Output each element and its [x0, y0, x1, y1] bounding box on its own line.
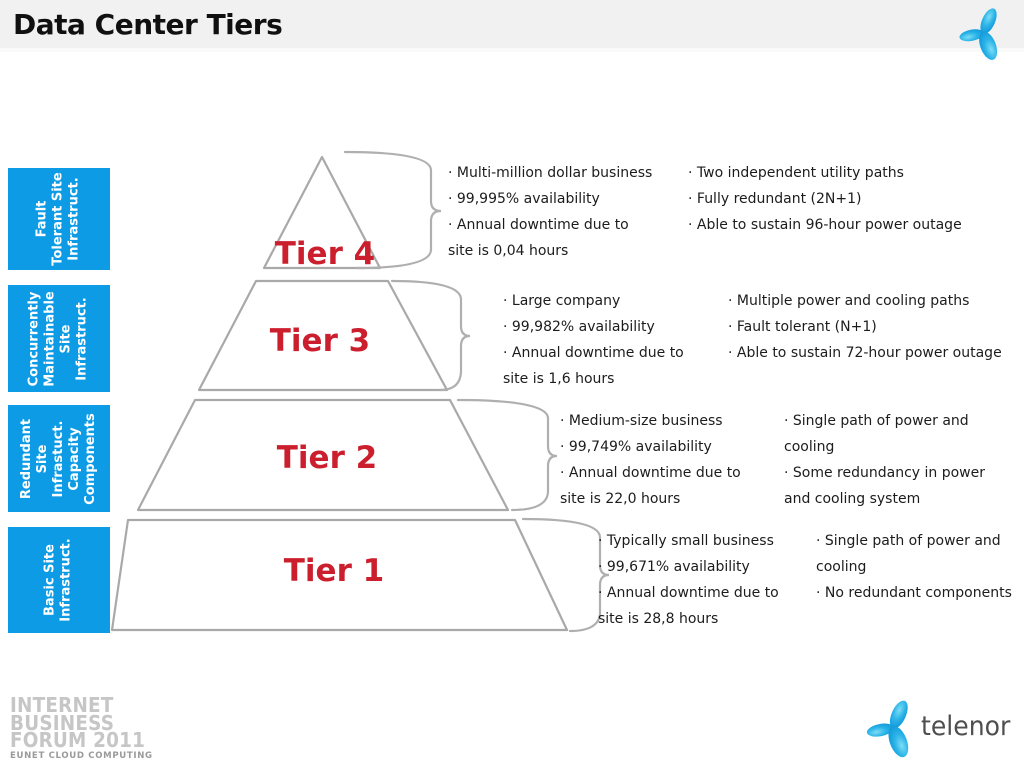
bullet-line: · 99,982% availability	[503, 319, 655, 335]
bullet-line: · 99,995% availability	[448, 191, 600, 207]
bullet-line: · Single path of power and	[816, 533, 1001, 549]
tier1-shape	[110, 518, 569, 632]
tier2-shape	[136, 398, 510, 512]
bullet-line: · Medium-size business	[560, 413, 723, 429]
bullet-line: · Single path of power and	[784, 413, 969, 429]
tier1-brace	[521, 517, 610, 633]
tier3-bullets-col2: · Multiple power and cooling paths · Faul…	[728, 288, 1002, 366]
bullet-line: · Annual downtime due to	[598, 585, 779, 601]
tier2-bullets-col1: · Medium-size business · 99,749% availabi…	[560, 408, 741, 512]
telenor-propeller-icon	[866, 700, 909, 758]
tier3-bullets-col1: · Large company · 99,982% availability · A…	[503, 288, 684, 392]
bullet-line: cooling	[784, 439, 835, 455]
tier3-brace	[390, 279, 471, 392]
tier1-bullets-col1: · Typically small business · 99,671% avai…	[598, 528, 779, 632]
event-watermark-subtitle: EUNET CLOUD COMPUTING	[10, 751, 153, 761]
page-title: Data Center Tiers	[13, 8, 283, 41]
bullet-line: · Two independent utility paths	[688, 165, 904, 181]
tier4-label: Tier 4	[275, 236, 375, 272]
tier1-label: Tier 1	[284, 553, 384, 589]
bullet-line: · No redundant components	[816, 585, 1012, 601]
bullet-line: site is 1,6 hours	[503, 371, 615, 387]
bullet-line: and cooling system	[784, 491, 921, 507]
tier2-brace	[456, 398, 558, 512]
tier2-label: Tier 2	[277, 440, 377, 476]
bullet-line: · Able to sustain 96-hour power outage	[688, 217, 962, 233]
tier2-bullets-col2: · Single path of power and cooling · Some …	[784, 408, 985, 512]
bullet-line: · Able to sustain 72-hour power outage	[728, 345, 1002, 361]
tier3-label: Tier 3	[270, 323, 370, 359]
bullet-line: site is 0,04 hours	[448, 243, 569, 259]
bullet-line: cooling	[816, 559, 867, 575]
bullet-line: · 99,671% availability	[598, 559, 750, 575]
bullet-line: · Annual downtime due to	[448, 217, 629, 233]
watermark-line: FORUM 2011	[10, 728, 146, 752]
telenor-propeller-icon	[959, 8, 998, 60]
bullet-line: · 99,749% availability	[560, 439, 712, 455]
tier4-bullets-col2: · Two independent utility paths · Fully r…	[688, 160, 962, 238]
telenor-wordmark: telenor	[921, 711, 1011, 742]
header-bar: Data Center Tiers	[0, 0, 1024, 52]
bullet-line: · Large company	[503, 293, 621, 309]
bullet-line: · Annual downtime due to	[503, 345, 684, 361]
tier1-bullets-col2: · Single path of power and cooling · No re…	[816, 528, 1012, 606]
bullet-line: · Annual downtime due to	[560, 465, 741, 481]
bullet-line: site is 28,8 hours	[598, 611, 719, 627]
watermark-line: BUSINESS	[10, 710, 115, 735]
bullet-line: · Multiple power and cooling paths	[728, 293, 970, 309]
bullet-line: · Fault tolerant (N+1)	[728, 319, 877, 335]
bullet-line: · Typically small business	[598, 533, 774, 549]
tier4-shape	[262, 155, 382, 270]
bullet-line: site is 22,0 hours	[560, 491, 681, 507]
bullet-line: · Fully redundant (2N+1)	[688, 191, 862, 207]
tier4-brace	[343, 150, 442, 270]
watermark-line: INTERNET	[10, 693, 114, 717]
tier4-bullets-col1: · Multi-million dollar business · 99,995%…	[448, 160, 652, 264]
bullet-line: · Multi-million dollar business	[448, 165, 653, 181]
bullet-line: · Some redundancy in power	[784, 465, 986, 481]
